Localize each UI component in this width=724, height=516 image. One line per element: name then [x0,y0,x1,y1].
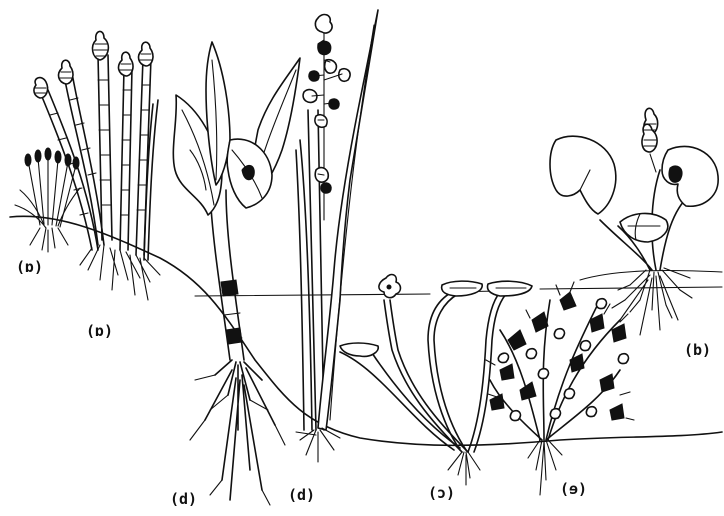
label-d-left: (d) [170,490,197,508]
label-b: (b) [684,341,711,359]
bank-detail [580,270,722,280]
label-e: (ɘ) [560,480,587,498]
plant-b-floating [550,108,718,335]
label-d-right: (d) [288,486,315,504]
label-c: (ɔ) [428,484,455,502]
plant-d-reed [296,10,378,462]
plant-d-broadleaf [173,42,300,505]
plant-a-horsetail [34,31,160,300]
label-a-center: (ɒ) [86,322,113,340]
plant-e-bushy [486,282,634,495]
label-a-left: (ɒ) [16,258,43,276]
